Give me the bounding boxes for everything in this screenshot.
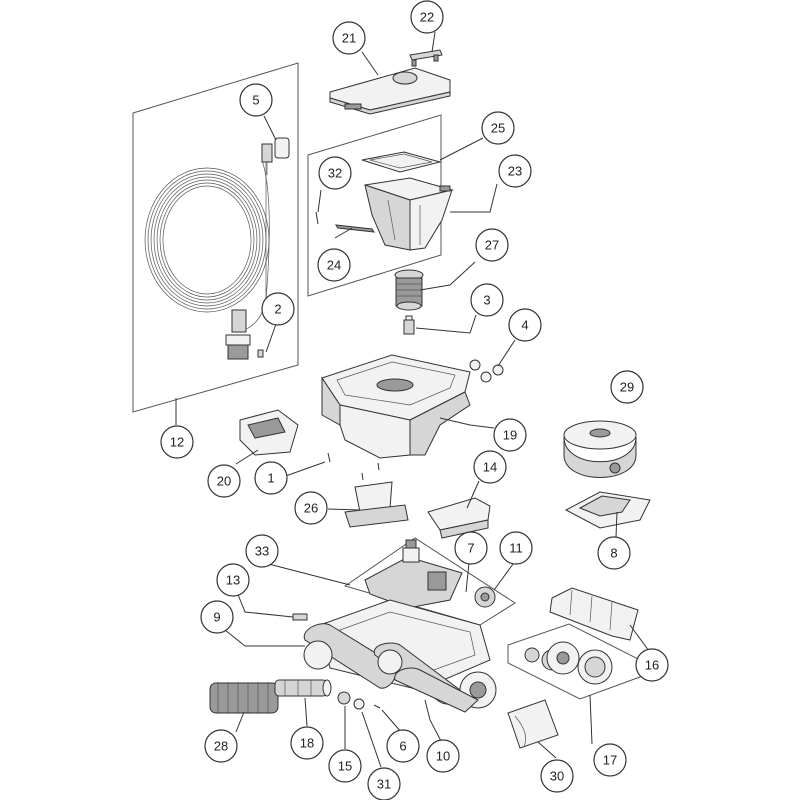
svg-text:1: 1 bbox=[267, 471, 274, 486]
svg-text:13: 13 bbox=[226, 573, 240, 588]
callout-13: 13 bbox=[216, 563, 250, 597]
callout-8: 8 bbox=[597, 536, 631, 570]
svg-text:16: 16 bbox=[645, 658, 659, 673]
callout-17: 17 bbox=[593, 743, 627, 777]
intake-handle bbox=[239, 409, 299, 456]
svg-text:14: 14 bbox=[483, 460, 497, 475]
power-supply-unit bbox=[563, 420, 637, 478]
filter-holder bbox=[344, 481, 409, 528]
brush-roller bbox=[274, 679, 332, 697]
callout-4: 4 bbox=[508, 308, 542, 342]
side-cover bbox=[507, 699, 559, 749]
screw-and-strip bbox=[315, 211, 376, 233]
svg-text:18: 18 bbox=[300, 736, 314, 751]
washers bbox=[469, 359, 504, 383]
callout-18: 18 bbox=[290, 726, 324, 760]
svg-text:30: 30 bbox=[550, 769, 564, 784]
svg-text:22: 22 bbox=[420, 10, 434, 25]
drive-gear bbox=[474, 586, 496, 608]
callout-12: 12 bbox=[160, 425, 194, 459]
lid-latch bbox=[409, 49, 443, 67]
axle-bushings bbox=[337, 691, 381, 710]
svg-text:2: 2 bbox=[274, 302, 281, 317]
callout-30: 30 bbox=[540, 759, 574, 793]
svg-text:20: 20 bbox=[217, 474, 231, 489]
callout-1: 1 bbox=[254, 461, 288, 495]
callout-24: 24 bbox=[317, 248, 351, 282]
callout-21: 21 bbox=[332, 21, 366, 55]
callout-9: 9 bbox=[200, 600, 234, 634]
callout-15: 15 bbox=[328, 749, 362, 783]
callout-28: 28 bbox=[204, 729, 238, 763]
svg-text:28: 28 bbox=[214, 739, 228, 754]
small-fitting bbox=[403, 315, 415, 335]
filter-basket-frame bbox=[307, 114, 442, 297]
callout-27: 27 bbox=[475, 228, 509, 262]
svg-text:19: 19 bbox=[503, 428, 517, 443]
svg-text:27: 27 bbox=[485, 238, 499, 253]
housing-screws bbox=[327, 452, 380, 481]
power-supply-stand bbox=[564, 491, 651, 529]
callout-32: 32 bbox=[318, 156, 352, 190]
svg-text:12: 12 bbox=[170, 435, 184, 450]
callout-10: 10 bbox=[426, 739, 460, 773]
callout-19: 19 bbox=[493, 418, 527, 452]
callout-31: 31 bbox=[367, 767, 401, 800]
callout-2: 2 bbox=[261, 292, 295, 326]
chassis-with-tracks bbox=[303, 599, 497, 713]
svg-text:5: 5 bbox=[252, 93, 259, 108]
svg-text:4: 4 bbox=[521, 318, 528, 333]
callout-26: 26 bbox=[294, 491, 328, 525]
svg-text:9: 9 bbox=[213, 610, 220, 625]
filter-cover-lid bbox=[329, 67, 451, 115]
small-clip bbox=[292, 613, 308, 621]
callout-16: 16 bbox=[635, 648, 669, 682]
impeller-spring bbox=[394, 269, 424, 311]
svg-text:17: 17 bbox=[603, 753, 617, 768]
svg-text:23: 23 bbox=[508, 164, 522, 179]
callout-20: 20 bbox=[207, 464, 241, 498]
callout-3: 3 bbox=[470, 283, 504, 317]
svg-text:15: 15 bbox=[338, 759, 352, 774]
cable-connector bbox=[225, 309, 264, 360]
callout-6: 6 bbox=[386, 729, 420, 763]
svg-text:25: 25 bbox=[491, 121, 505, 136]
callout-7: 7 bbox=[454, 531, 488, 565]
floating-cable-coil bbox=[144, 159, 270, 331]
svg-text:21: 21 bbox=[342, 31, 356, 46]
motor-unit bbox=[364, 539, 463, 609]
callout-11: 11 bbox=[499, 531, 533, 565]
svg-text:32: 32 bbox=[328, 166, 342, 181]
filter-basket bbox=[364, 177, 454, 251]
callout-22: 22 bbox=[410, 0, 444, 34]
main-body-housing bbox=[321, 354, 471, 459]
filter-screen-tray bbox=[361, 151, 442, 173]
brush bbox=[209, 682, 279, 714]
svg-text:24: 24 bbox=[327, 258, 341, 273]
side-panel bbox=[549, 587, 639, 641]
leader-lines bbox=[175, 31, 650, 768]
swivel-plug bbox=[261, 137, 290, 175]
callout-25: 25 bbox=[481, 111, 515, 145]
wheel-set-frame bbox=[507, 623, 641, 700]
callout-33: 33 bbox=[245, 534, 279, 568]
svg-text:8: 8 bbox=[610, 546, 617, 561]
svg-text:11: 11 bbox=[509, 541, 523, 556]
cable-panel-frame bbox=[132, 62, 299, 413]
svg-text:33: 33 bbox=[255, 544, 269, 559]
svg-text:7: 7 bbox=[467, 541, 474, 556]
svg-text:10: 10 bbox=[436, 749, 450, 764]
callout-14: 14 bbox=[473, 450, 507, 484]
svg-text:26: 26 bbox=[304, 501, 318, 516]
svg-text:6: 6 bbox=[399, 739, 406, 754]
svg-text:31: 31 bbox=[377, 777, 391, 792]
svg-text:29: 29 bbox=[620, 380, 634, 395]
callout-23: 23 bbox=[498, 154, 532, 188]
wheel-set bbox=[524, 641, 613, 685]
callout-29: 29 bbox=[610, 370, 644, 404]
svg-text:3: 3 bbox=[483, 293, 490, 308]
callout-5: 5 bbox=[239, 83, 273, 117]
side-bracket bbox=[427, 497, 491, 539]
